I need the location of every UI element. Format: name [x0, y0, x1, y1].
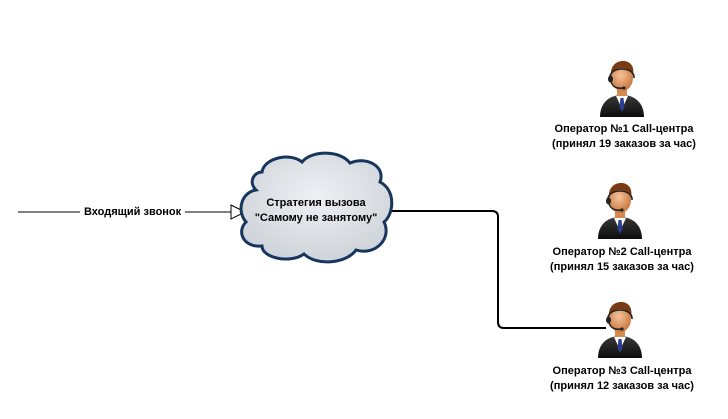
- operator-3-orders: (принял 12 заказов за час): [550, 380, 694, 392]
- operator-2-orders: (принял 15 заказов за час): [550, 261, 694, 273]
- incoming-arrowhead: [230, 204, 247, 220]
- operator-1-orders: (принял 19 заказов за час): [552, 138, 696, 150]
- strategy-text: Стратегия вызова "Самому не занятому": [240, 196, 392, 226]
- strategy-cloud: [239, 151, 394, 264]
- operator-3-icon: [597, 301, 643, 358]
- operator-2-name: Оператор №2 Call-центра: [552, 246, 692, 258]
- routing-connector: [388, 210, 606, 329]
- strategy-line-1: Стратегия вызова: [266, 197, 366, 209]
- operator-2-icon: [597, 182, 643, 239]
- operator-1-name: Оператор №1 Call-центра: [554, 123, 694, 135]
- operator-2-label: Оператор №2 Call-центра (принял 15 заказ…: [522, 245, 722, 275]
- operator-3-name: Оператор №3 Call-центра: [552, 365, 692, 377]
- operator-3-label: Оператор №3 Call-центра (принял 12 заказ…: [522, 364, 722, 394]
- operator-1-label: Оператор №1 Call-центра (принял 19 заказ…: [524, 122, 724, 152]
- operator-1-icon: [599, 60, 645, 117]
- incoming-call-label: Входящий звонок: [80, 206, 186, 218]
- strategy-line-2: "Самому не занятому": [254, 212, 378, 224]
